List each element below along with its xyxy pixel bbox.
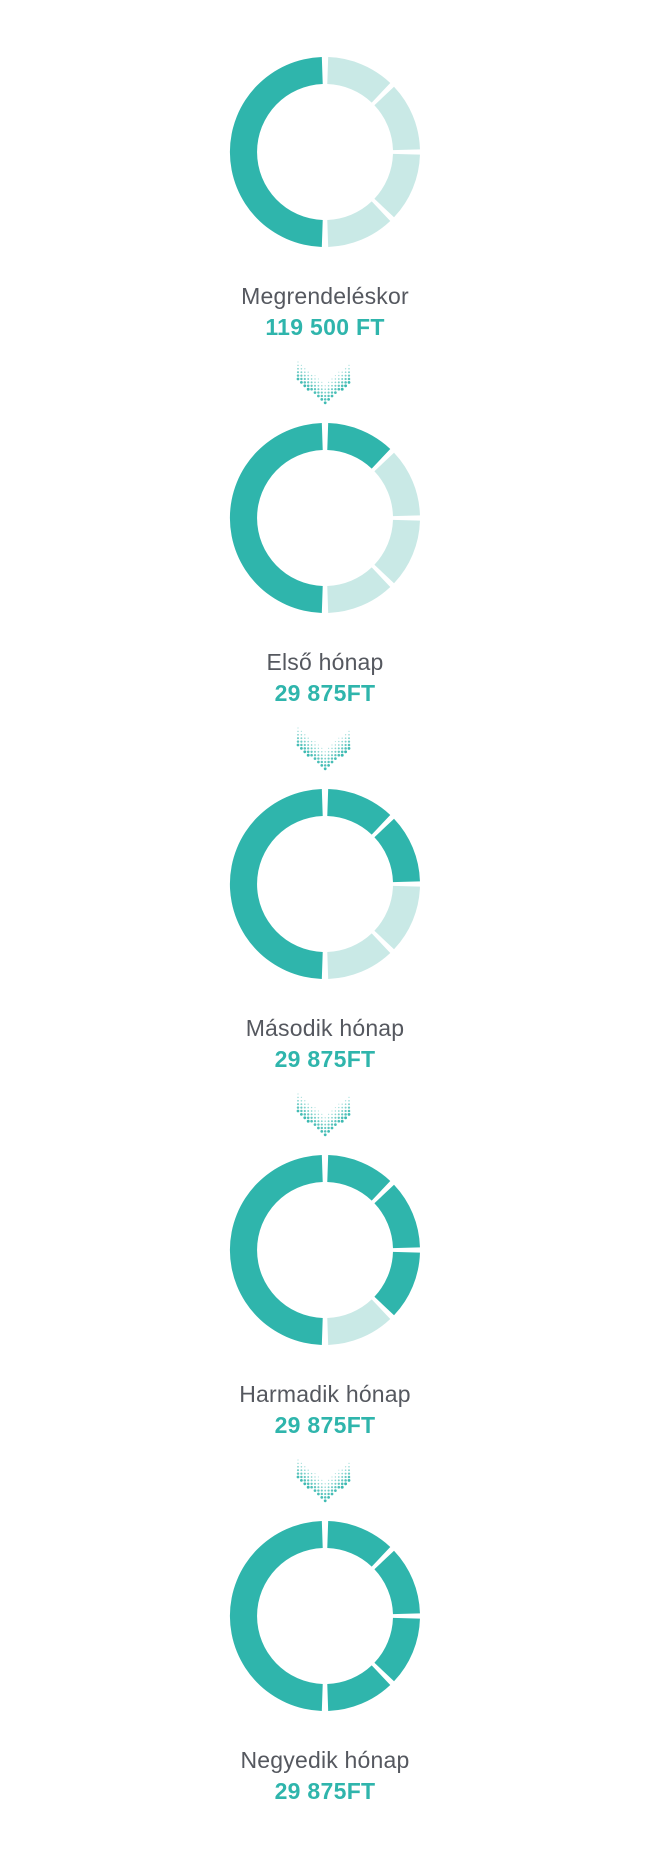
payment-step-fourth-month: Negyedik hónap 29 875FT bbox=[0, 1464, 650, 1804]
dotted-chevron-down-icon bbox=[296, 727, 351, 771]
donut-segment-installment-4 bbox=[327, 201, 391, 247]
dotted-chevron-down-icon bbox=[296, 361, 351, 405]
payment-progress-donut bbox=[229, 423, 420, 613]
donut-segment-order bbox=[229, 57, 323, 247]
dotted-chevron-down-icon bbox=[296, 1459, 351, 1503]
donut-segment-installment-3 bbox=[374, 1251, 420, 1316]
donut-segment-installment-2 bbox=[374, 1184, 420, 1249]
donut-segment-installment-1 bbox=[327, 1521, 391, 1567]
donut-segment-installment-2 bbox=[374, 452, 420, 517]
payment-progress-donut bbox=[229, 789, 420, 979]
step-amount: 29 875FT bbox=[274, 1412, 376, 1438]
donut-segment-installment-1 bbox=[327, 1155, 391, 1201]
step-amount: 29 875FT bbox=[274, 1778, 376, 1804]
donut-segment-installment-4 bbox=[327, 1299, 391, 1345]
payment-step-second-month: Második hónap 29 875FT bbox=[0, 732, 650, 1137]
step-amount: 29 875FT bbox=[274, 680, 376, 706]
donut-segment-order bbox=[229, 423, 323, 613]
step-amount: 29 875FT bbox=[274, 1046, 376, 1072]
donut-segment-installment-4 bbox=[327, 1665, 391, 1711]
step-label: Negyedik hónap bbox=[240, 1747, 410, 1773]
dotted-chevron-down-icon bbox=[296, 1093, 351, 1137]
donut-segment-installment-3 bbox=[374, 153, 420, 218]
payment-step-third-month: Harmadik hónap 29 875FT bbox=[0, 1098, 650, 1503]
step-amount: 119 500 FT bbox=[265, 314, 385, 340]
donut-segment-order bbox=[229, 789, 323, 979]
donut-segment-installment-4 bbox=[327, 933, 391, 979]
payment-progress-donut bbox=[229, 1155, 420, 1345]
payment-step-order: Megrendeléskor 119 500 FT bbox=[0, 0, 650, 405]
donut-segment-installment-1 bbox=[327, 789, 391, 835]
payment-progress-donut bbox=[229, 1521, 420, 1711]
donut-segment-order bbox=[229, 1521, 323, 1711]
donut-segment-order bbox=[229, 1155, 323, 1345]
step-label: Harmadik hónap bbox=[239, 1381, 411, 1407]
donut-segment-installment-3 bbox=[374, 885, 420, 950]
donut-segment-installment-4 bbox=[327, 567, 391, 613]
donut-segment-installment-3 bbox=[374, 1617, 420, 1682]
step-label: Első hónap bbox=[266, 649, 384, 675]
step-label: Megrendeléskor bbox=[241, 283, 409, 309]
donut-segment-installment-2 bbox=[374, 1550, 420, 1615]
donut-segment-installment-2 bbox=[374, 86, 420, 151]
donut-segment-installment-1 bbox=[327, 423, 391, 469]
donut-segment-installment-3 bbox=[374, 519, 420, 584]
donut-segment-installment-1 bbox=[327, 57, 391, 103]
payment-step-first-month: Első hónap 29 875FT bbox=[0, 366, 650, 771]
step-label: Második hónap bbox=[245, 1015, 405, 1041]
payment-progress-donut bbox=[229, 57, 420, 247]
donut-segment-installment-2 bbox=[374, 818, 420, 883]
